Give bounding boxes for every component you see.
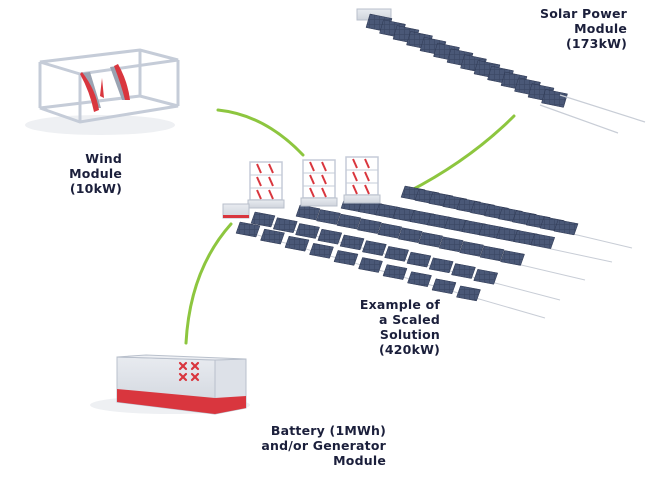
solar-panel [500,250,525,266]
solar-module-label: Solar Power Module (173kW) [480,6,627,51]
solar-panel [553,219,579,236]
label-line: Example of [359,297,440,312]
label-line: (420kW) [378,342,440,357]
solar-panel [260,228,285,245]
solar-panel [541,89,568,108]
solar-panel [309,243,334,259]
solar-panel [358,257,383,273]
solar-panel [336,213,362,230]
solar-panel [250,211,276,228]
solar-panel [473,268,499,285]
label-line: (173kW) [565,36,627,51]
solar-panel [456,285,481,302]
label-line: Module [574,21,627,36]
connector-battery [184,222,233,345]
solar-panel [428,257,454,274]
wind-tower [343,156,381,204]
label-line: and/or Generator [261,438,386,453]
solar-panel [397,227,423,244]
label-line: Battery (1MWh) [270,423,386,438]
solar-module-illustration [356,8,646,134]
label-line: Module [333,453,386,468]
solar-panel [235,221,261,238]
solar-panel [431,278,457,295]
solar-panel [377,222,403,239]
connector-solar [406,114,516,194]
label-line: Wind [85,151,122,166]
solar-panel [339,234,365,251]
scaled-solution-illustration [222,156,633,319]
wind-tower [247,161,285,209]
wind-blade [100,78,104,98]
wind-blade [114,64,130,100]
wind-tower [300,159,338,207]
solar-panel [459,241,484,257]
scaled-solution-label: Example of a Scaled Solution (420kW) [330,297,440,357]
solar-panel [316,209,341,225]
solar-panel [406,251,432,268]
logo-icon [178,361,200,382]
solar-panel [272,217,298,234]
solar-panel [382,264,408,280]
label-line: a Scaled [379,312,440,327]
label-line: Solar Power [540,6,627,21]
wind-module-illustration [25,48,180,135]
solar-panel [317,228,343,245]
wind-module-label: Wind Module (10kW) [60,151,122,196]
solar-panel [357,218,382,234]
solar-panel [418,231,444,248]
solar-panel [362,240,387,256]
solar-panel [451,263,476,279]
label-line: Solution [379,327,440,342]
battery-module-label: Battery (1MWh) and/or Generator Module [230,423,386,468]
solar-panel [284,235,310,252]
solar-panel [530,233,556,249]
solar-panel [384,246,409,262]
solar-panel [407,271,432,287]
label-line: Module [69,166,122,181]
solar-panel [295,204,321,221]
connectors [184,108,516,345]
battery-module-illustration [90,354,250,415]
label-line: (10kW) [69,181,122,196]
solar-panel [479,245,505,262]
wind-blade [80,72,99,112]
connector-wind [216,108,305,157]
solar-panel [333,250,359,266]
solar-panel [438,236,464,253]
solar-panel [295,223,320,239]
